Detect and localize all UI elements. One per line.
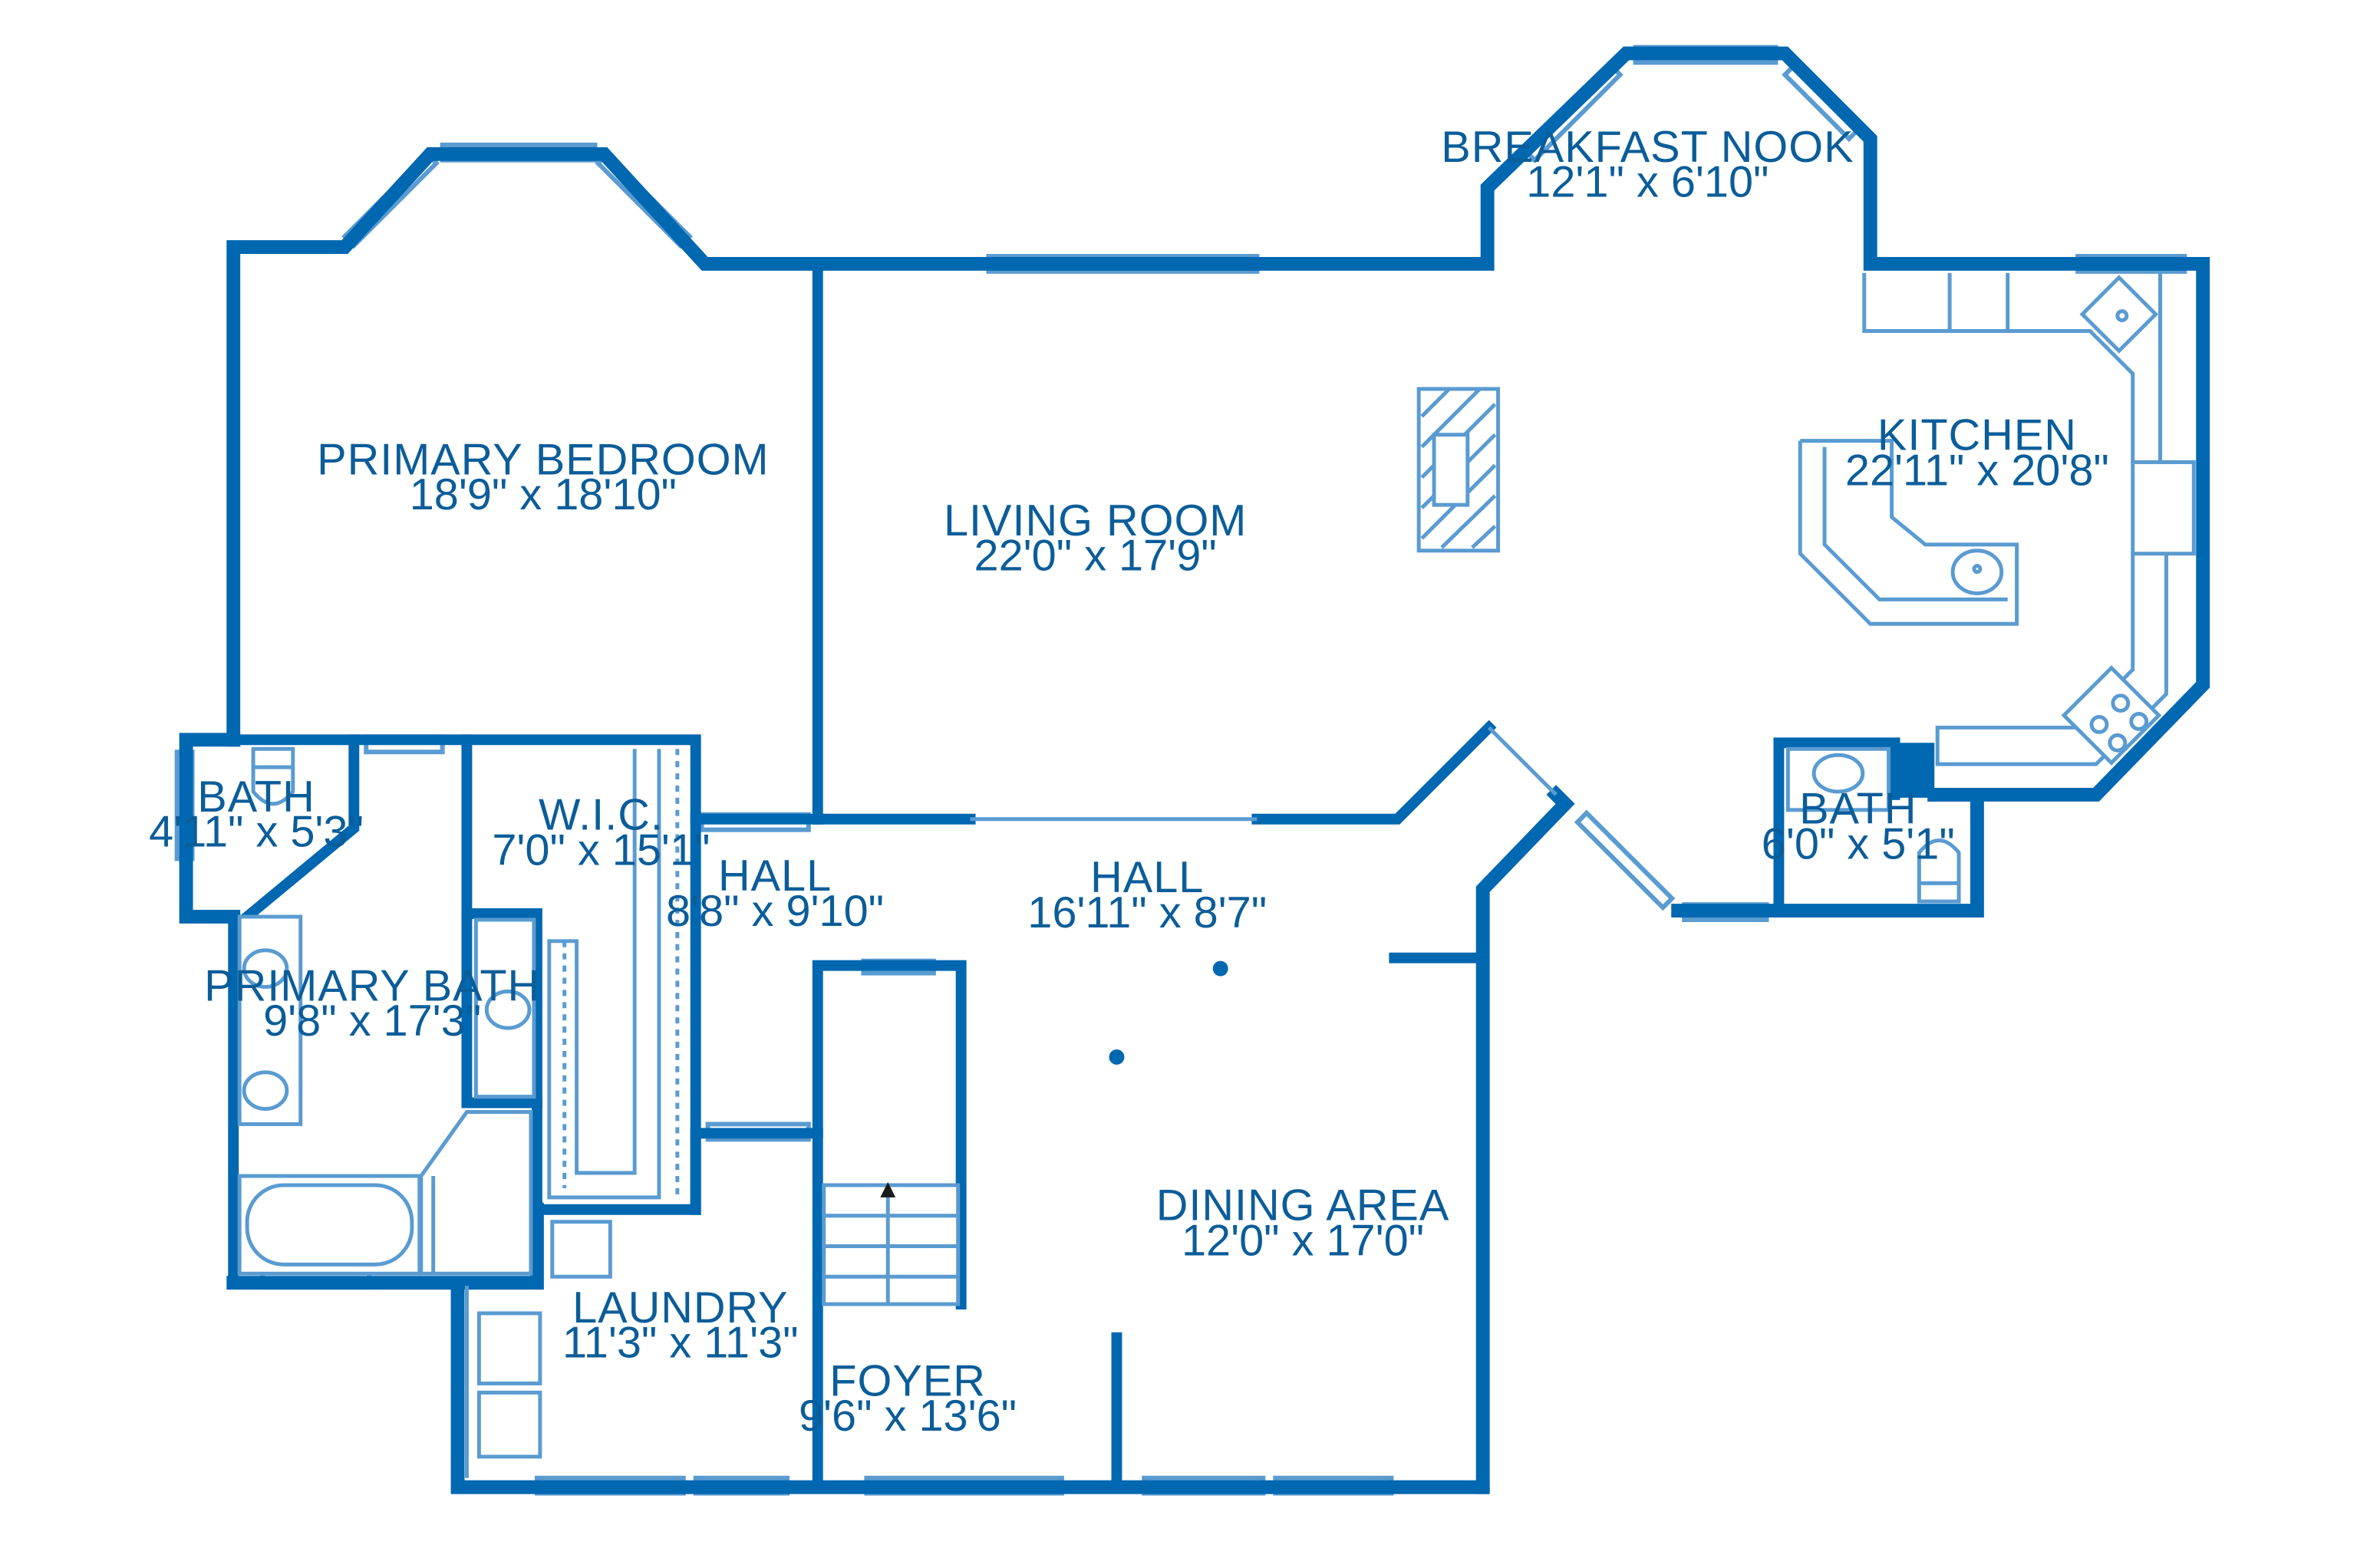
room-dims-foyer: 9'6" x 13'6" bbox=[799, 1392, 1017, 1441]
room-name-wic: W.I.C. bbox=[539, 791, 664, 840]
wall-column bbox=[1888, 743, 1935, 798]
burner bbox=[2129, 712, 2149, 731]
walls bbox=[179, 46, 2210, 1494]
room-dims-breakfast-nook: 12'1" x 6'10" bbox=[1526, 157, 1769, 206]
stair-arrow-head bbox=[880, 1181, 896, 1197]
room-dims-hall-left: 8'8" x 9'10" bbox=[666, 887, 884, 936]
bathroom-sink bbox=[1811, 753, 1865, 794]
wall bbox=[812, 960, 967, 1493]
washer bbox=[476, 1311, 542, 1385]
room-name-hall-center: HALL bbox=[1090, 853, 1204, 902]
refrigerator bbox=[2131, 460, 2196, 556]
room-name-foyer: FOYER bbox=[829, 1356, 986, 1405]
room-dims-living-room: 22'0" x 17'9" bbox=[974, 532, 1217, 581]
ceiling-light bbox=[1212, 960, 1228, 977]
toilet-bowl bbox=[251, 765, 295, 806]
room-name-primary-bath: PRIMARY BATH bbox=[204, 961, 540, 1010]
range bbox=[2061, 665, 2162, 766]
hatch-line bbox=[1420, 387, 1482, 449]
island-edge bbox=[1822, 446, 2008, 601]
room-dims-wic: 7'0" x 15'1" bbox=[492, 825, 710, 875]
wall bbox=[1475, 785, 1575, 1494]
room-dims-bath-left: 4'11" x 5'3" bbox=[149, 808, 364, 857]
shower-enclosure bbox=[419, 1110, 533, 1276]
room-name-living-room: LIVING ROOM bbox=[944, 496, 1247, 545]
wall bbox=[228, 734, 360, 924]
room-name-primary-bedroom: PRIMARY BEDROOM bbox=[317, 435, 769, 484]
wall bbox=[179, 733, 241, 924]
fixtures bbox=[237, 272, 2196, 1478]
wall bbox=[226, 1202, 544, 1290]
wall bbox=[1671, 787, 1984, 917]
burner bbox=[2111, 693, 2131, 713]
bathroom-sink bbox=[484, 989, 532, 1030]
bathroom-sink bbox=[242, 948, 289, 989]
hatch-line bbox=[1420, 387, 1451, 418]
room-name-bath-right: BATH bbox=[1799, 785, 1917, 834]
room-name-breakfast-nook: BREAKFAST NOOK bbox=[1441, 123, 1854, 172]
room-name-hall-left: HALL bbox=[718, 852, 832, 901]
opening bbox=[1487, 726, 1558, 796]
wall bbox=[450, 1279, 1490, 1494]
wall bbox=[1251, 720, 1497, 825]
toilet-bowl bbox=[1917, 838, 1961, 885]
hatch-line bbox=[1471, 525, 1497, 549]
sink-drain bbox=[2115, 309, 2129, 323]
staircase bbox=[822, 1181, 961, 1306]
room-dims-bath-right: 6'0" x 5'1" bbox=[1762, 819, 1955, 868]
room-dims-primary-bedroom: 18'9" x 18'10" bbox=[410, 470, 677, 519]
room-name-bath-left: BATH bbox=[197, 772, 315, 822]
room-dims-dining-area: 12'0" x 17'0" bbox=[1182, 1216, 1424, 1265]
vanity bbox=[1785, 746, 1891, 812]
sink-drain bbox=[1972, 564, 1983, 575]
wall bbox=[690, 1128, 823, 1215]
island-sink bbox=[1950, 548, 2004, 595]
bathtub bbox=[237, 1174, 422, 1276]
room-name-kitchen: KITCHEN bbox=[1877, 411, 2077, 460]
room-name-dining-area: DINING AREA bbox=[1156, 1181, 1450, 1230]
toilet-tank bbox=[1917, 881, 1961, 904]
hatch-line bbox=[1440, 494, 1497, 549]
wall bbox=[348, 734, 701, 1215]
room-dims-hall-center: 16'11" x 8'7" bbox=[1027, 888, 1267, 937]
wall bbox=[461, 908, 542, 1108]
wall bbox=[226, 147, 825, 747]
kitchen-island bbox=[1798, 439, 2019, 626]
window bbox=[1574, 809, 1676, 911]
bathtub-basin bbox=[245, 1183, 414, 1267]
dryer bbox=[476, 1390, 542, 1459]
room-dims-kitchen: 22'11" x 20'8" bbox=[1845, 446, 2109, 495]
room-dims-primary-bath: 9'8" x 17'3" bbox=[263, 996, 481, 1046]
burner bbox=[2108, 733, 2128, 753]
fireplace-opening bbox=[1432, 433, 1470, 507]
wall bbox=[810, 46, 2210, 802]
utility-sink bbox=[550, 1220, 612, 1279]
room-dims-laundry: 11'3" x 11'3" bbox=[562, 1319, 799, 1368]
toilet-tank bbox=[251, 746, 295, 769]
room-name-laundry: LAUNDRY bbox=[572, 1283, 788, 1332]
wall bbox=[461, 734, 542, 1215]
bathroom-sink bbox=[242, 1070, 289, 1112]
burner bbox=[2089, 715, 2109, 734]
ceiling-light bbox=[1109, 1049, 1125, 1065]
